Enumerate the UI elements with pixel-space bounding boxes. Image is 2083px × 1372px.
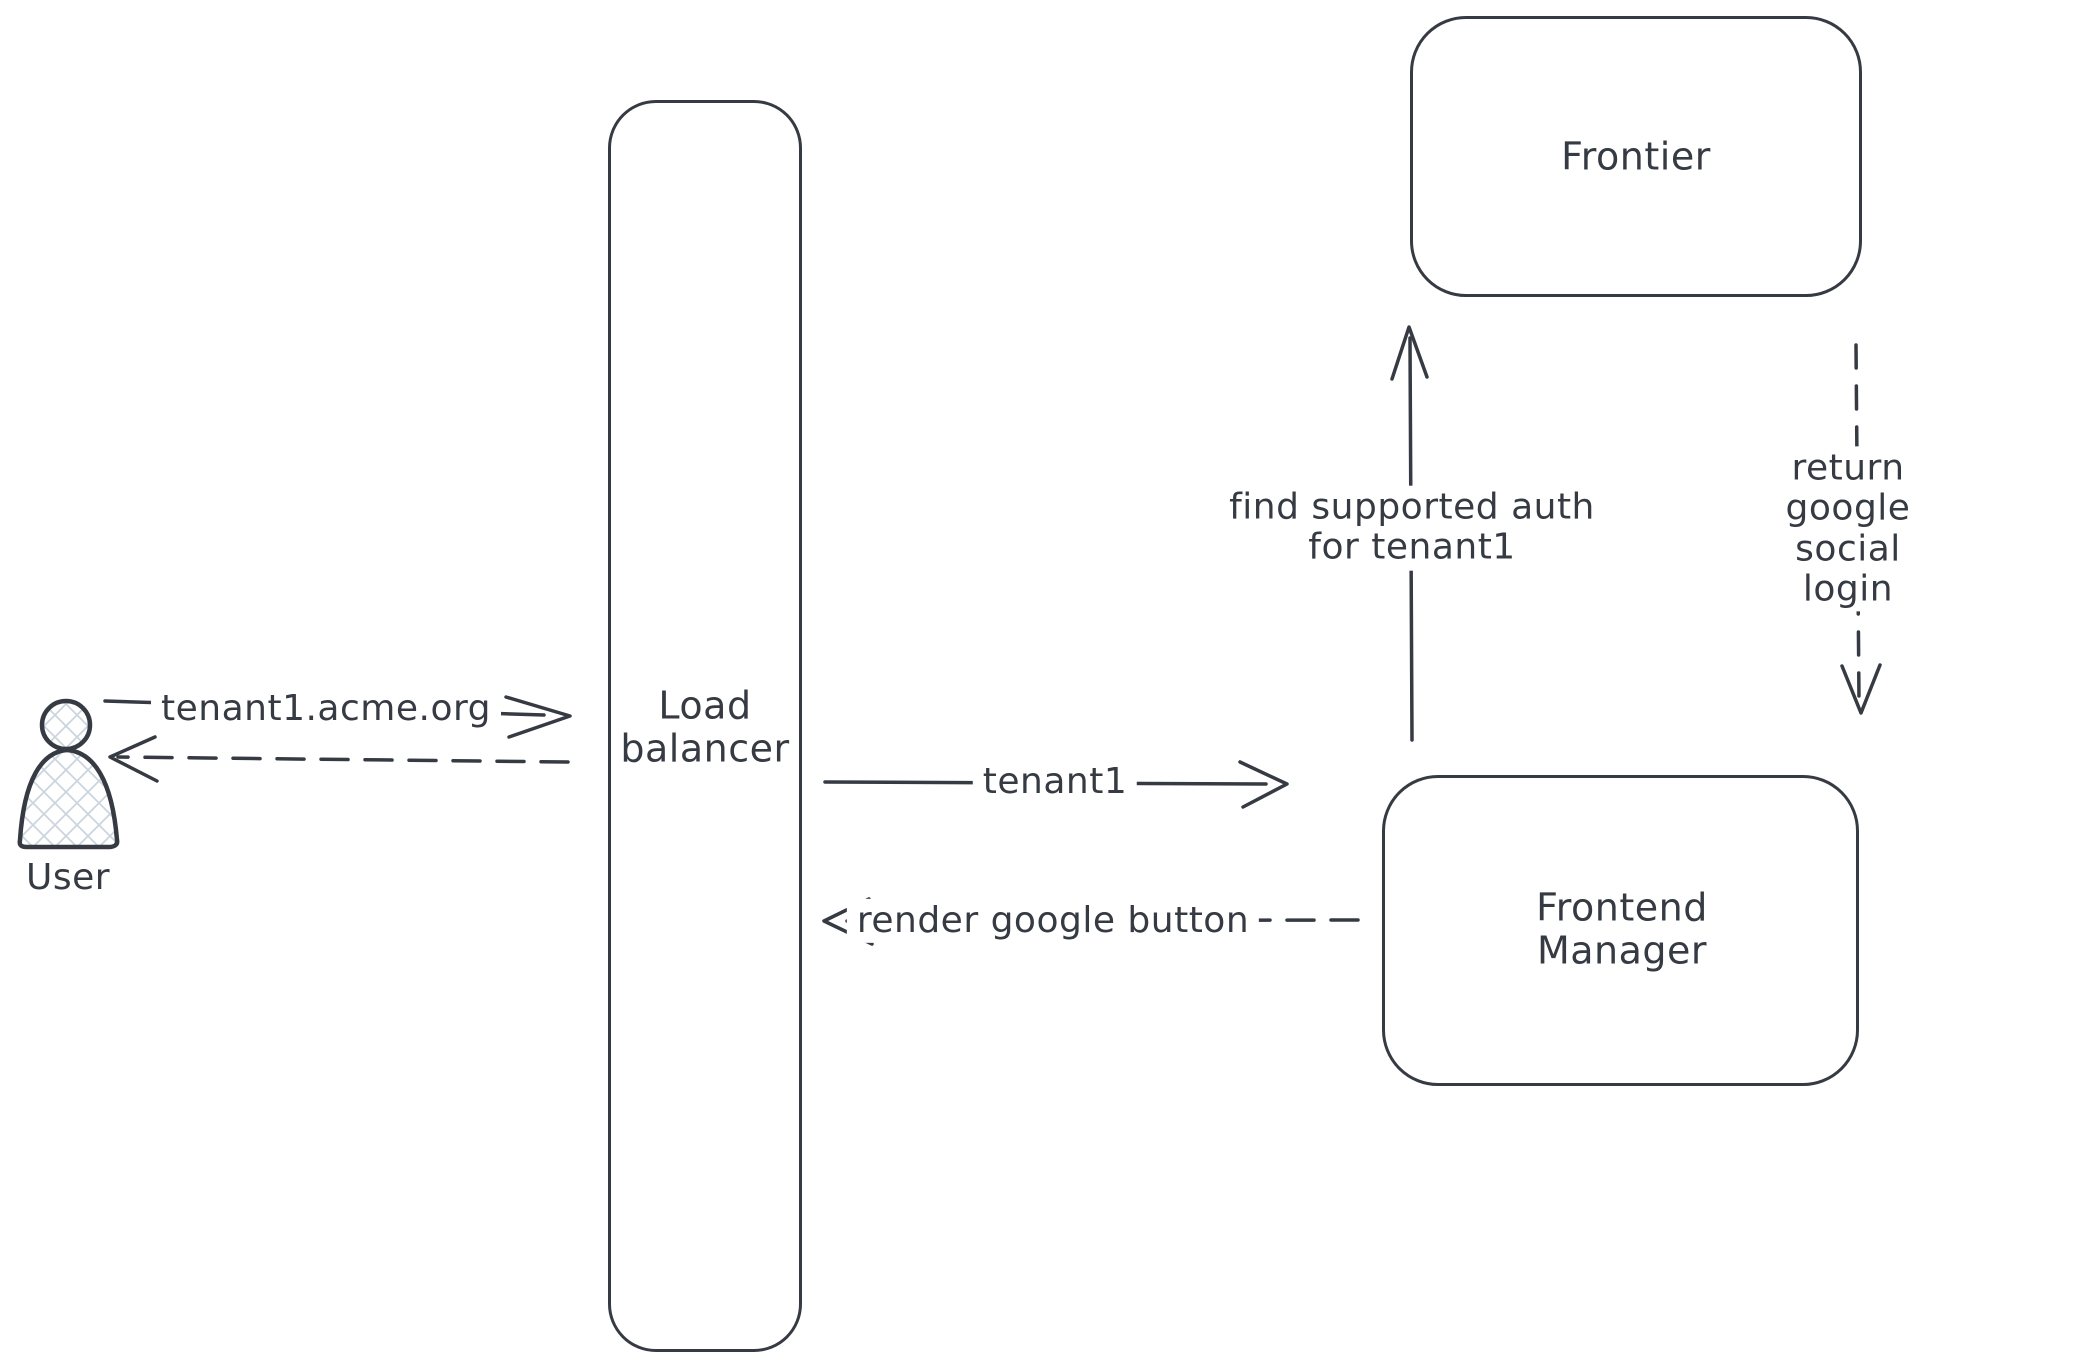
frontier-label: Frontier xyxy=(1561,134,1711,179)
user-body xyxy=(17,747,120,850)
edge-label-tenant1: tenant1 xyxy=(972,759,1138,805)
edge-label-render-google-button: render google button xyxy=(846,898,1260,944)
edge-label-tenant1-acme-org: tenant1.acme.org xyxy=(151,686,501,732)
load-balancer-label: Load balancer xyxy=(620,683,790,770)
node-frontier xyxy=(1410,16,1862,297)
edge-label-return-google-social-login: return google social login xyxy=(1730,446,1966,612)
frontend-manager-label: Frontend Manager xyxy=(1536,885,1708,972)
user-head xyxy=(39,698,93,752)
arrow-reply-to-user xyxy=(108,735,570,783)
node-frontend-manager xyxy=(1382,775,1859,1086)
edge-label-find-supported-auth: find supported auth for tenant1 xyxy=(1219,485,1605,571)
user-label: User xyxy=(25,856,111,898)
user-actor-icon xyxy=(17,698,120,850)
node-load-balancer xyxy=(608,100,802,1352)
